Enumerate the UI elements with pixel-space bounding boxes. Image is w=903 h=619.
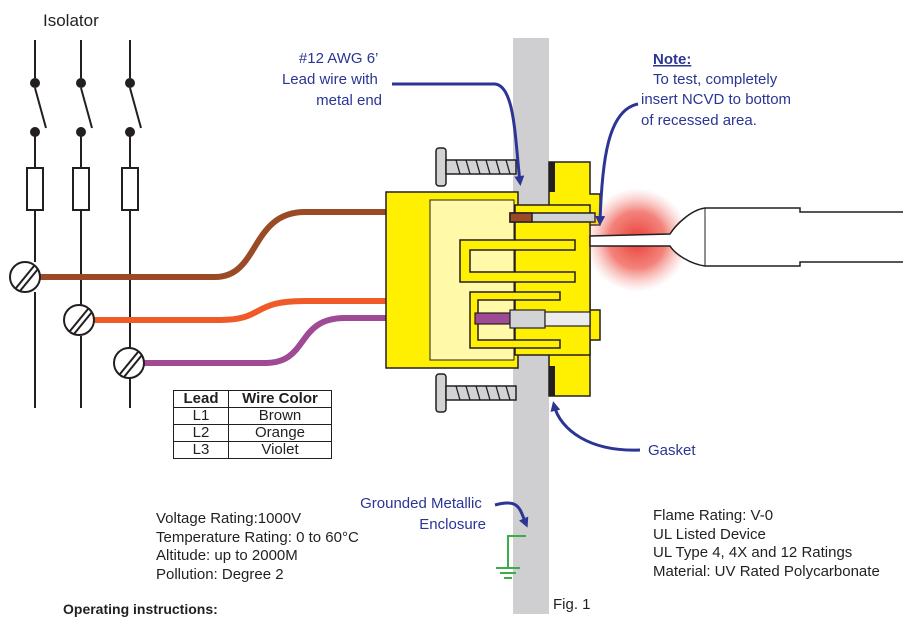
- voltage-rating: Voltage Rating:1000V: [156, 510, 302, 527]
- gasket-top: [549, 162, 555, 192]
- table-row: L1 Brown: [173, 407, 332, 425]
- violet-contact: [474, 309, 591, 329]
- table-header-wire-color: Wire Color: [228, 390, 332, 408]
- grounded-arrow: [494, 501, 529, 528]
- isolator-contacts: [30, 78, 135, 137]
- table-header-row: Lead Wire Color: [173, 390, 332, 408]
- screw-top: [435, 147, 517, 187]
- ncvd-tester: [589, 207, 903, 267]
- grounded-label: Grounded Metallic Enclosure: [360, 495, 486, 533]
- ratings-left: Voltage Rating:1000V Temperature Rating:…: [156, 510, 359, 584]
- ground-icon: [496, 535, 526, 579]
- operating-instructions-heading: Operating instructions:: [63, 601, 218, 617]
- wire-violet: [135, 315, 475, 366]
- temperature-rating: Temperature Rating: 0 to 60°C: [156, 528, 359, 546]
- ratings-right: Flame Rating: V-0 UL Listed Device UL Ty…: [653, 507, 880, 581]
- terminal-l3: [113, 347, 145, 379]
- pollution-rating: Pollution: Degree 2: [156, 565, 284, 583]
- material: Material: UV Rated Polycarbonate: [653, 562, 880, 580]
- gasket-arrow: [550, 401, 641, 452]
- note-arrow: [595, 102, 639, 226]
- connector-body: [385, 161, 601, 397]
- table-cell-color: Brown: [228, 407, 332, 425]
- wire-color-table: Lead Wire Color L1 Brown L2 Orange L3 Vi…: [173, 390, 332, 459]
- lead-wire-label: #12 AWG 6’ Lead wire with metal end: [282, 50, 382, 109]
- flame-rating: Flame Rating: V-0: [653, 507, 774, 524]
- note-label: Note: To test, completely insert NCVD to…: [641, 51, 795, 129]
- wire-orange: [86, 298, 392, 323]
- table-row: L3 Violet: [173, 441, 332, 459]
- isolator-poles: [26, 40, 142, 408]
- figure-label: Fig. 1: [553, 596, 591, 613]
- isolator-label: Isolator: [43, 11, 99, 30]
- table-cell-color: Violet: [228, 441, 332, 459]
- ul-listed: UL Listed Device: [653, 525, 766, 543]
- table-cell-lead: L2: [173, 424, 229, 442]
- terminal-l2: [63, 304, 95, 336]
- wire-brown: [40, 209, 590, 280]
- gasket-bottom: [549, 366, 555, 396]
- gasket-label: Gasket: [648, 442, 696, 459]
- table-cell-lead: L3: [173, 441, 229, 459]
- table-row: L2 Orange: [173, 424, 332, 442]
- table-header-lead: Lead: [173, 390, 229, 408]
- table-cell-lead: L1: [173, 407, 229, 425]
- altitude-rating: Altitude: up to 2000M: [156, 547, 298, 564]
- lead-wire-arrow: [392, 82, 525, 186]
- screw-bottom: [435, 373, 517, 413]
- terminal-l1: [9, 261, 41, 293]
- table-cell-color: Orange: [228, 424, 332, 442]
- ul-type: UL Type 4, 4X and 12 Ratings: [653, 544, 853, 561]
